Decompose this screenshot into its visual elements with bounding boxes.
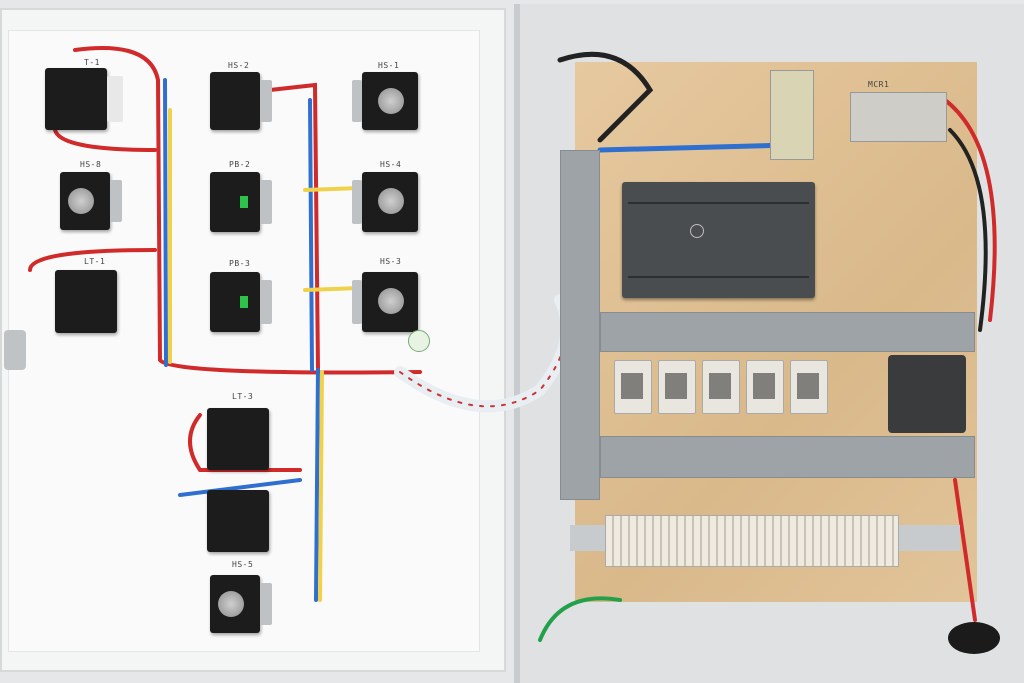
plc-controller: [622, 182, 815, 298]
door-latch[interactable]: [4, 330, 26, 370]
selector-switch-hs1[interactable]: [352, 72, 418, 130]
label-hs4: HS-4: [380, 160, 402, 169]
relay: [658, 360, 696, 414]
label-lt1: LT-1: [84, 257, 106, 266]
label-pb2: PB-2: [229, 160, 251, 169]
pushbutton-pb2[interactable]: [210, 172, 272, 232]
timer-relay-t1: [45, 68, 123, 130]
label-hs2: HS-2: [228, 61, 250, 70]
label-hs8: HS-8: [80, 160, 102, 169]
plc-logo-icon: [690, 224, 704, 238]
terminal-block-strip: [605, 515, 899, 567]
label-hs5: HS-5: [232, 560, 254, 569]
relay: [702, 360, 740, 414]
buzzer: [948, 622, 1000, 654]
pilot-light-lt3: [207, 408, 269, 470]
label-pb3: PB-3: [229, 259, 251, 268]
label-t1: T-1: [84, 58, 100, 67]
pushbutton-pb3[interactable]: [210, 272, 272, 332]
relay: [790, 360, 828, 414]
selector-switch-hs2[interactable]: [210, 72, 272, 130]
selector-switch-hs8[interactable]: [60, 172, 122, 230]
wire-duct-lower: [600, 436, 975, 478]
ground-label: [408, 330, 430, 352]
vertical-wire-duct: [560, 150, 600, 500]
circuit-breaker[interactable]: [888, 355, 966, 433]
label-hs1: HS-1: [378, 61, 400, 70]
label-lt3: LT-3: [232, 392, 254, 401]
control-transformer: [770, 70, 814, 160]
wire-duct-upper: [600, 312, 975, 352]
pilot-light-lt1: [55, 270, 117, 333]
label-hs3: HS-3: [380, 257, 402, 266]
pilot-light: [207, 490, 269, 552]
label-mcr1: MCR1: [868, 80, 890, 89]
selector-switch-hs4[interactable]: [352, 172, 418, 232]
relay: [746, 360, 784, 414]
selector-switch-hs3[interactable]: [352, 272, 418, 332]
master-control-relay-mcr1: [850, 92, 947, 142]
relay: [614, 360, 652, 414]
selector-switch-hs5[interactable]: [210, 575, 272, 633]
